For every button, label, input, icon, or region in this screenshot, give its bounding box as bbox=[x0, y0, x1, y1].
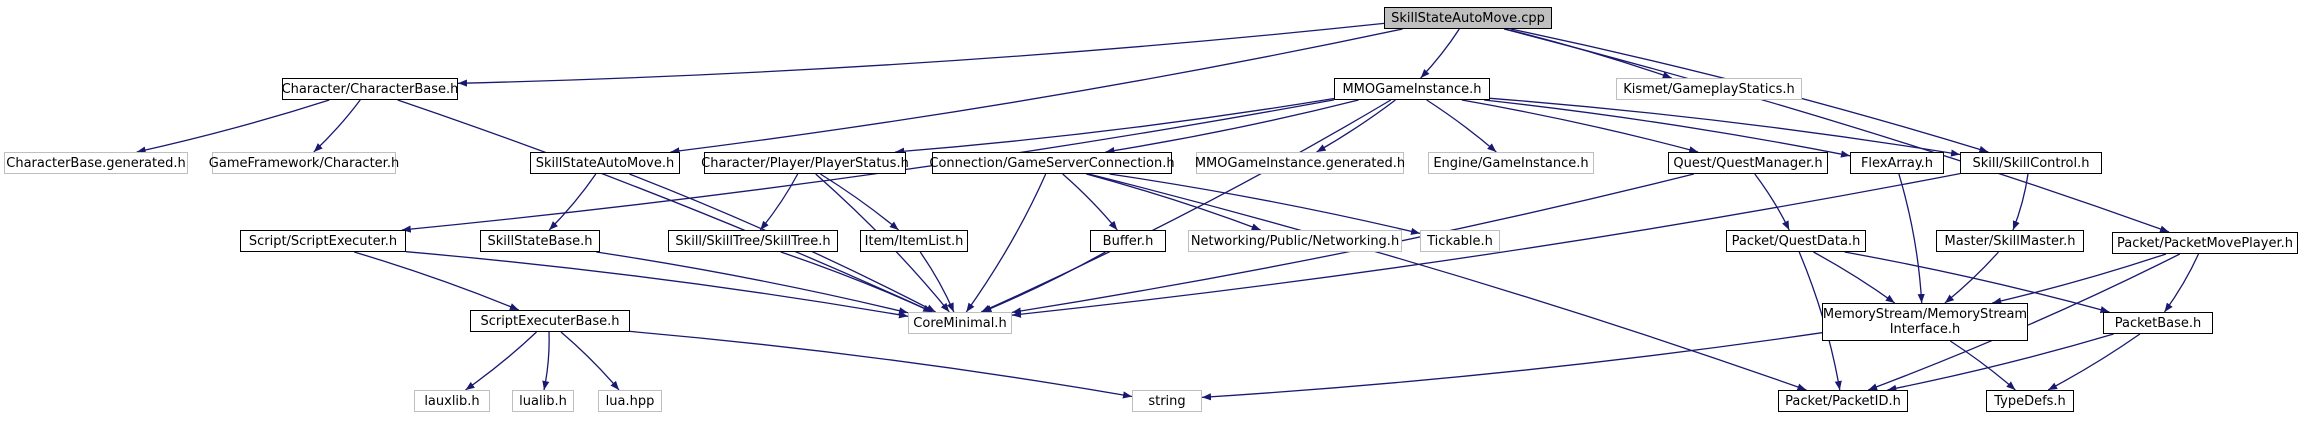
edge-packetmove-to-memstream bbox=[1992, 253, 2167, 305]
edge-charbase-to-gfchar bbox=[313, 99, 361, 153]
edge-gsconn-to-networking bbox=[1086, 173, 1261, 231]
node-scriptexecbase[interactable]: ScriptExecuterBase.h bbox=[470, 310, 630, 332]
edge-root-to-ssam bbox=[670, 28, 1403, 155]
edge-ssam-to-skillstatebase bbox=[548, 173, 597, 231]
edge-buffer-to-coremin bbox=[982, 251, 1106, 313]
node-mmogi[interactable]: MMOGameInstance.h bbox=[1334, 78, 1490, 100]
edge-memstream-to-typedefs bbox=[1949, 340, 2016, 391]
edge-mmogi-to-flexarray bbox=[1484, 99, 1851, 158]
edge-scriptexecbase-to-lauxlib bbox=[465, 331, 537, 391]
edge-flexarray-to-memstream bbox=[1898, 173, 1925, 304]
edge-questdata-to-memstream bbox=[1813, 251, 1896, 304]
edge-skillmaster-to-memstream bbox=[1944, 251, 1999, 304]
edge-skillcontrol-to-skillmaster bbox=[2012, 173, 2029, 231]
edge-gsconn-to-coremin bbox=[965, 173, 1047, 313]
node-gfchar: GameFramework/Character.h bbox=[209, 152, 399, 174]
node-gsconn[interactable]: Connection/GameServerConnection.h bbox=[929, 152, 1175, 174]
node-string: string bbox=[1132, 390, 1202, 412]
node-skillmaster[interactable]: Master/SkillMaster.h bbox=[1936, 230, 2084, 252]
edge-scriptexecbase-to-lualib bbox=[542, 331, 550, 391]
edge-packetmove-to-packetbase bbox=[2163, 253, 2200, 313]
node-scriptexec[interactable]: Script/ScriptExecuter.h bbox=[240, 230, 406, 252]
edge-charbase-to-charbasegen bbox=[136, 99, 330, 154]
edge-scriptexecbase-to-string bbox=[629, 330, 1133, 399]
edge-itemlist-to-coremin bbox=[919, 251, 955, 313]
edge-gsconn-to-tickable bbox=[1109, 173, 1421, 235]
edge-mmogi-to-coremin bbox=[980, 99, 1392, 313]
edge-mmogi-to-scriptexec bbox=[401, 99, 1335, 233]
node-packetmove[interactable]: Packet/PacketMovePlayer.h bbox=[2112, 232, 2298, 254]
node-skillcontrol[interactable]: Skill/SkillControl.h bbox=[1960, 152, 2102, 174]
node-buffer[interactable]: Buffer.h bbox=[1090, 230, 1166, 252]
edge-mmogi-to-questmgr bbox=[1461, 99, 1699, 154]
edge-mmogi-to-gsconn bbox=[1105, 99, 1359, 155]
edge-root-to-packetmove bbox=[1503, 28, 2170, 233]
edge-packetbase-to-typedefs bbox=[2047, 333, 2141, 391]
edge-mmogi-to-enginegi bbox=[1426, 99, 1497, 153]
node-playerstatus[interactable]: Character/Player/PlayerStatus.h bbox=[701, 152, 909, 174]
edge-gsconn-to-packetid bbox=[1088, 173, 1807, 391]
edge-mmogi-to-playerstatus bbox=[895, 97, 1335, 155]
node-networking: Networking/Public/Networking.h bbox=[1188, 230, 1402, 252]
node-ssam[interactable]: SkillStateAutoMove.h bbox=[530, 152, 680, 174]
node-tickable: Tickable.h bbox=[1420, 230, 1500, 252]
edge-mmogi-to-skillcontrol bbox=[1489, 97, 1961, 157]
node-lauxlib: lauxlib.h bbox=[414, 390, 490, 412]
node-questmgr[interactable]: Quest/QuestManager.h bbox=[1668, 152, 1828, 174]
edge-memstream-to-string bbox=[1201, 332, 1823, 401]
node-charbase[interactable]: Character/CharacterBase.h bbox=[282, 78, 458, 100]
node-typedefs[interactable]: TypeDefs.h bbox=[1986, 390, 2074, 412]
node-charbasegen: CharacterBase.generated.h bbox=[4, 152, 188, 174]
edge-scriptexecbase-to-luahpp bbox=[560, 331, 620, 391]
node-enginegi: Engine/GameInstance.h bbox=[1428, 152, 1594, 174]
edge-packetmove-to-packetid bbox=[1867, 253, 2181, 391]
edge-playerstatus-to-itemlist bbox=[820, 173, 900, 231]
edge-skillcontrol-to-coremin bbox=[1011, 172, 1961, 318]
edge-skillstatebase-to-coremin bbox=[596, 251, 909, 315]
edge-questmgr-to-questdata bbox=[1754, 173, 1790, 231]
edge-playerstatus-to-skilltree bbox=[759, 173, 799, 231]
node-flexarray[interactable]: FlexArray.h bbox=[1850, 152, 1944, 174]
edge-root-to-mmogi bbox=[1420, 28, 1460, 79]
node-questdata[interactable]: Packet/QuestData.h bbox=[1726, 230, 1866, 252]
node-kismet: Kismet/GameplayStatics.h bbox=[1616, 78, 1802, 100]
edge-gsconn-to-buffer bbox=[1062, 173, 1118, 231]
edge-skilltree-to-coremin bbox=[780, 251, 933, 313]
edge-questdata-to-packetbase bbox=[1844, 251, 2110, 314]
edge-scriptexec-to-scriptexecbase bbox=[354, 251, 520, 311]
node-luahpp: lua.hpp bbox=[598, 390, 662, 412]
edge-packetbase-to-packetid bbox=[1887, 333, 2114, 392]
edge-root-to-charbase bbox=[457, 22, 1385, 87]
node-memstream[interactable]: MemoryStream/MemoryStream Interface.h bbox=[1822, 303, 2028, 341]
node-root: SkillStateAutoMove.cpp bbox=[1384, 7, 1552, 29]
node-skillstatebase[interactable]: SkillStateBase.h bbox=[480, 230, 600, 252]
node-mmogigen: MMOGameInstance.generated.h bbox=[1195, 152, 1405, 174]
node-lualib: lualib.h bbox=[512, 390, 574, 412]
node-packetbase[interactable]: PacketBase.h bbox=[2103, 312, 2213, 334]
node-coremin: CoreMinimal.h bbox=[908, 312, 1012, 334]
edge-scriptexec-to-coremin bbox=[405, 251, 909, 319]
node-skilltree[interactable]: Skill/SkillTree/SkillTree.h bbox=[668, 230, 838, 252]
node-packetid[interactable]: Packet/PacketID.h bbox=[1778, 390, 1908, 412]
edge-mmogi-to-mmogigen bbox=[1316, 99, 1396, 153]
node-itemlist[interactable]: Item/ItemList.h bbox=[860, 230, 968, 252]
